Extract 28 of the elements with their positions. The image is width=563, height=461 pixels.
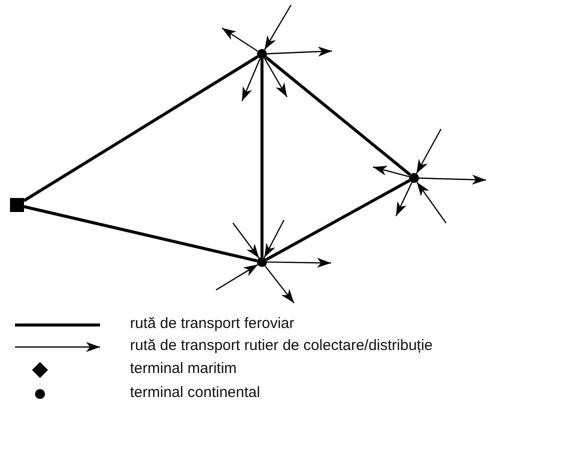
arrow	[372, 166, 410, 178]
terminal-dot	[409, 173, 419, 183]
route-line	[266, 179, 410, 261]
legend-text: terminal maritim	[130, 360, 237, 378]
legend-text: terminal continental	[130, 384, 260, 402]
arrow	[264, 58, 288, 98]
arrow	[418, 174, 486, 185]
arrow	[264, 4, 292, 50]
arrow	[232, 222, 260, 258]
arrow	[216, 264, 258, 291]
terminal-dot	[257, 49, 267, 59]
terminal-square	[10, 198, 24, 212]
arrow	[416, 182, 446, 224]
legend-text: rută de transport rutier de colectare/distribuție	[130, 337, 433, 355]
route-line	[260, 59, 264, 257]
arrow	[264, 266, 294, 304]
terminal-dot	[257, 257, 267, 267]
arrow	[266, 258, 331, 268]
route-line	[24, 205, 258, 262]
arrow	[241, 58, 261, 102]
route-line	[23, 55, 259, 202]
arrow	[395, 182, 412, 216]
arrow	[416, 128, 442, 174]
arrow	[266, 46, 332, 57]
legend-text: rută de transport feroviar	[130, 315, 294, 333]
arrow	[222, 28, 258, 52]
arrow	[264, 220, 285, 258]
route-line	[264, 56, 412, 176]
